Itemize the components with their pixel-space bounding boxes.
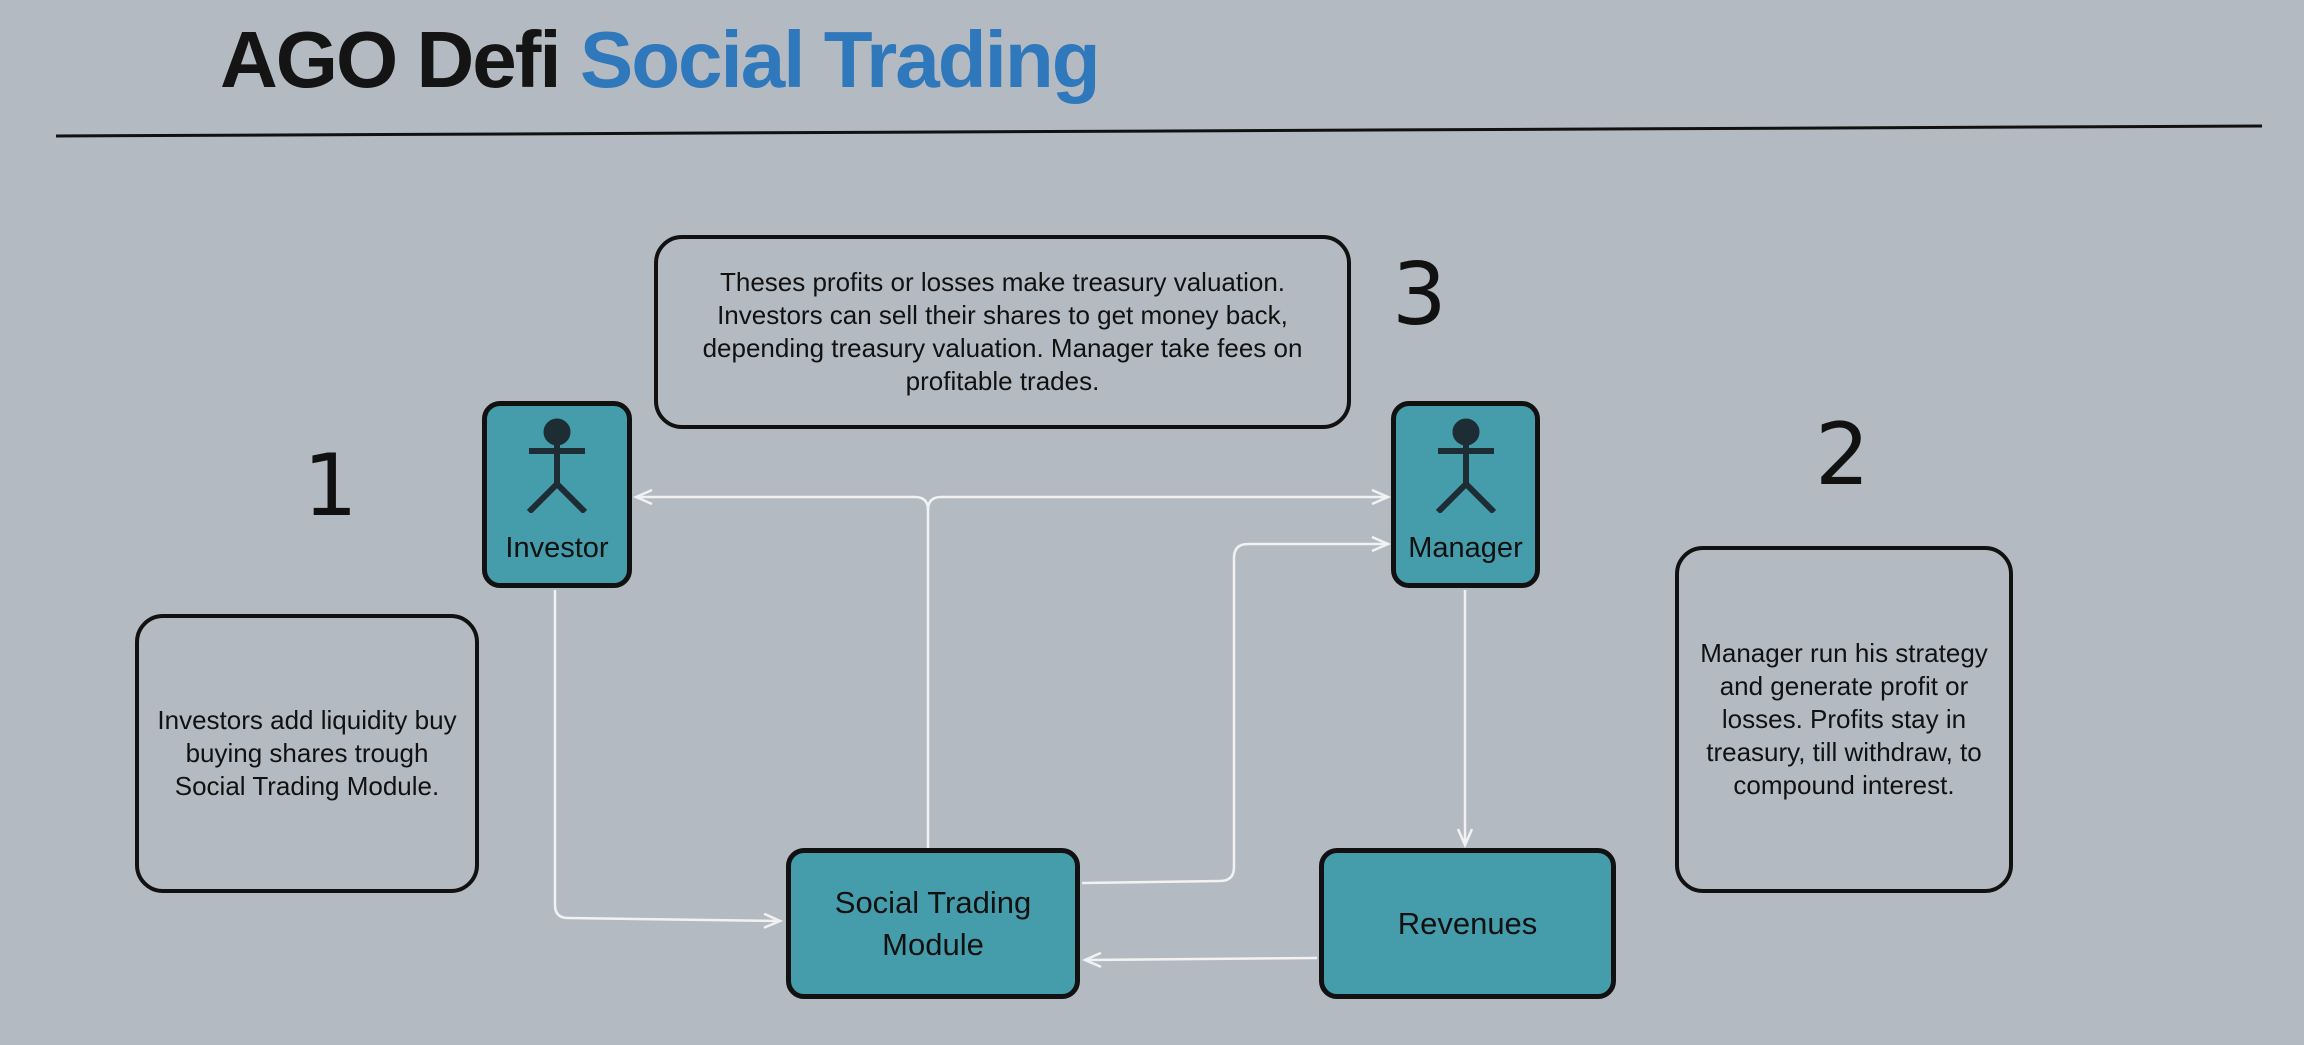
step-number-1: 1: [303, 436, 358, 536]
manager-node[interactable]: Manager: [1391, 401, 1540, 588]
manager-label: Manager: [1408, 532, 1523, 564]
arrow-revenues-to-module: [1085, 958, 1318, 960]
actor-icon: [1435, 418, 1496, 513]
arrow-module-to-investor: [636, 497, 930, 848]
title-accent: Social Trading: [579, 15, 1101, 104]
investor-label: Investor: [505, 532, 609, 564]
step-number-2: 2: [1815, 405, 1870, 505]
title-divider: [55, 124, 2263, 138]
note-step-1: Investors add liquidity buy buying share…: [135, 614, 479, 893]
revenues-node[interactable]: Revenues: [1319, 848, 1616, 999]
social-trading-module-node[interactable]: Social Trading Module: [786, 848, 1080, 999]
title-brand: AGO Defi: [220, 15, 562, 104]
arrow-investor-to-module: [553, 590, 780, 921]
page-title: AGO Defi Social Trading: [220, 14, 1101, 106]
arrow-module-to-manager: [1081, 544, 1388, 885]
revenues-label: Revenues: [1397, 905, 1538, 941]
arrow-module-to-manager-top: [926, 497, 1388, 511]
module-label: Social Trading Module: [834, 884, 1032, 962]
note-step-3: Theses profits or losses make treasury v…: [654, 235, 1351, 429]
note-step-2: Manager run his strategy and generate pr…: [1675, 546, 2013, 893]
actor-icon: [526, 418, 588, 513]
investor-node[interactable]: Investor: [482, 401, 632, 588]
step-number-3: 3: [1392, 245, 1447, 345]
